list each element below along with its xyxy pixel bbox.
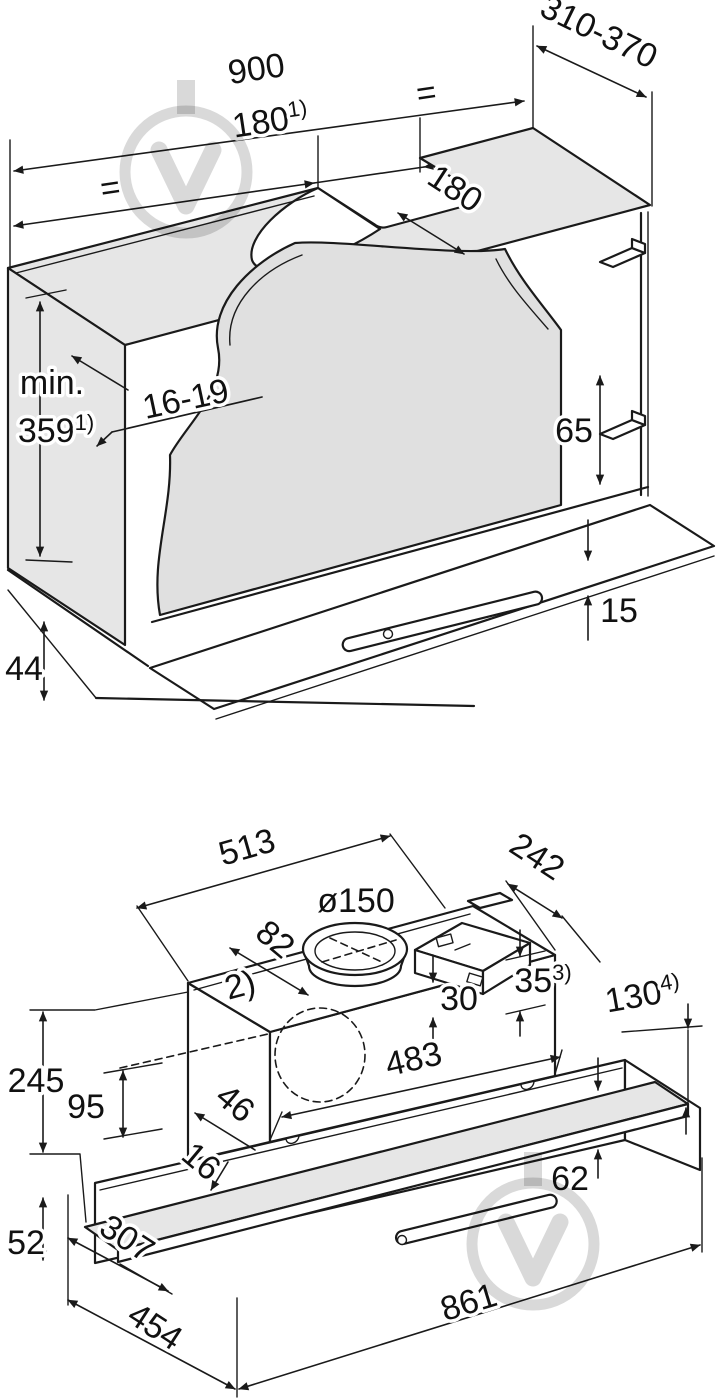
dim-ticks-box-height [505, 950, 546, 1015]
dim-visor-offset-label: 62 [551, 1160, 589, 1198]
dim-inner-height-label: 95 [67, 1088, 105, 1126]
top-face-edge-line [15, 195, 315, 274]
leader-lower-depth [194, 1112, 256, 1151]
cabinet-recess-diagram: 900 = = 1801) 310-370 180 min. 3591) 16-… [2, 0, 716, 720]
dim-chimney-depth-label: 242 [503, 825, 571, 888]
frame-edge-left [6, 568, 150, 668]
dim-line-total-depth [67, 1299, 236, 1390]
dim-line-duct-offset [229, 947, 309, 996]
dim-duct-diameter-label: ø150 [317, 882, 395, 920]
ext-total-height [29, 991, 189, 1223]
cabinet-bottom-back-edge [150, 485, 650, 624]
hood-unit-diagram: 513 242 ø150 82 2) 30 353) 1304) 245 95 … [4, 818, 703, 1398]
visor-handle [394, 1193, 558, 1246]
dim-line-base-width [238, 1243, 701, 1391]
dim-line-notch-width [313, 166, 425, 184]
chimney-top-tab [466, 891, 514, 910]
watermark-logo-icon-2 [466, 1152, 600, 1311]
frame-edge-left-inner [7, 589, 97, 699]
dim-base-height-label: 52 [7, 1224, 45, 1262]
dim-line-inner-width [281, 1054, 561, 1120]
dim-line-chimney-width [136, 834, 391, 910]
dim-line-900 [13, 98, 525, 174]
visor-plate-thickness-edge [215, 555, 715, 720]
mounting-bracket-upper [598, 237, 647, 269]
dim-line-depth [536, 45, 647, 98]
equal-mark-right: = [414, 73, 439, 114]
dim-line-chimney-depth [507, 883, 563, 919]
dim-min-prefix-label: min. [20, 364, 84, 402]
visor-handle-screw-2 [396, 1234, 408, 1246]
dim-box-height-label: 353) [514, 960, 571, 1000]
ext-inner-height [103, 1062, 163, 1140]
dim-tick-visor-drop-top [621, 1025, 703, 1033]
dim-min-height-label: 3591) [18, 410, 94, 450]
dim-frame-height-label: 44 [5, 650, 43, 688]
ext-chimney-width [136, 833, 446, 982]
frame-edge-front [94, 696, 476, 708]
equal-mark-left: = [98, 168, 123, 209]
leader-arrow-panel-inner [71, 355, 129, 391]
dim-visor-drop-label: 1304) [602, 968, 684, 1021]
mounting-bracket-lower [598, 409, 647, 441]
dim-ticks-min-height [25, 289, 73, 563]
interior-wall-edge-line-right [495, 258, 549, 330]
dim-total-height-label: 245 [8, 1062, 65, 1100]
dim-visor-thickness-label: 15 [600, 592, 638, 630]
leader-panel-thickness [111, 396, 263, 433]
dim-collar-offset-label: 30 [440, 980, 478, 1018]
visor-handle-screw [382, 628, 394, 640]
hidden-edge-dashed [119, 1033, 269, 1069]
dim-bracket-spacing-label: 65 [555, 412, 593, 450]
dim-overall-width-label: 900 [226, 46, 288, 92]
watermark-logo-icon [119, 80, 253, 239]
dim-total-depth-label: 454 [121, 1295, 189, 1358]
dim-depth-range-label: 310-370 [534, 0, 663, 77]
dim-chimney-width-label: 513 [214, 821, 279, 873]
leader-plate-thickness [210, 1161, 229, 1191]
dim-line-equal-left [13, 180, 315, 229]
interior-wall-edge-line-left [229, 254, 303, 346]
leader-arrow-panel-outer [96, 431, 113, 447]
junction-box [413, 921, 532, 996]
visor-plate [148, 503, 716, 711]
dim-line-visor-depth [67, 1237, 169, 1292]
dim-line-notch-depth [397, 212, 465, 255]
